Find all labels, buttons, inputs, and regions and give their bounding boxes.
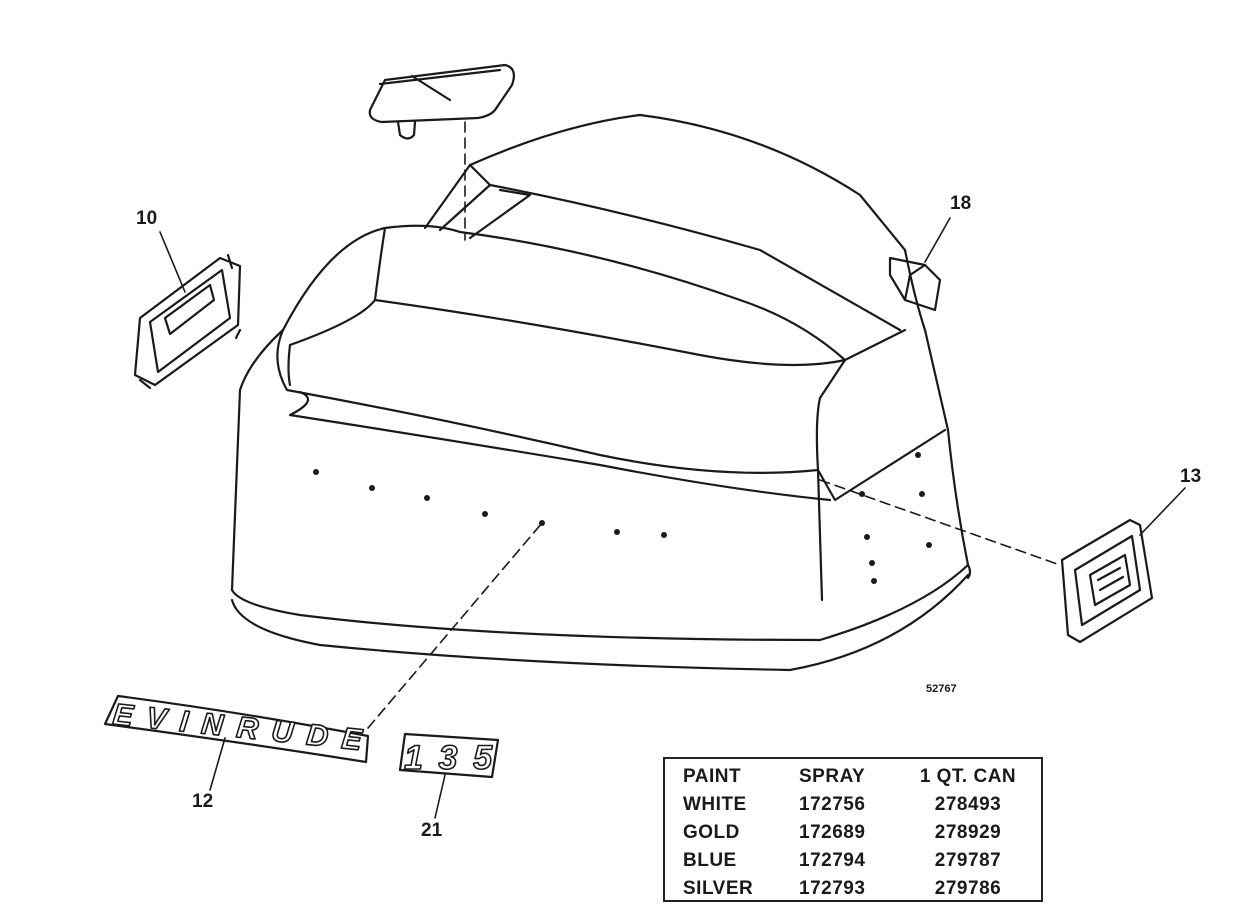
paint-color: SILVER	[683, 878, 754, 899]
can-number: 279787	[934, 850, 1002, 871]
motor-cover-cowl	[230, 113, 972, 672]
table-header-row: PAINT SPRAY 1 QT. CAN	[683, 763, 1023, 791]
leader-line	[1139, 487, 1186, 536]
mounting-holes	[313, 452, 932, 584]
evinrude-decal: EVINRUDE	[103, 694, 370, 764]
paint-color: BLUE	[683, 850, 737, 871]
spray-number: 172793	[799, 878, 866, 899]
header-can: 1 QT. CAN	[919, 766, 1017, 787]
table-row: GOLD 172689 278929	[683, 819, 1023, 847]
can-number: 278929	[934, 822, 1002, 843]
paint-color: WHITE	[683, 794, 747, 815]
leader-line	[924, 217, 951, 263]
leader-line	[434, 774, 446, 819]
cover-cap-part	[368, 63, 515, 140]
spray-number: 172794	[799, 850, 866, 871]
model-135-decal-text: 135	[404, 739, 493, 777]
spray-number: 172689	[799, 822, 866, 843]
evinrude-decal-text: EVINRUDE	[111, 698, 364, 757]
paint-table: PAINT SPRAY 1 QT. CAN WHITE 172756 27849…	[663, 757, 1043, 902]
leader-line	[209, 737, 226, 791]
callout-21: 21	[421, 820, 443, 841]
callout-18: 18	[950, 193, 972, 214]
can-number: 279786	[934, 878, 1002, 899]
callout-13: 13	[1180, 466, 1202, 487]
header-paint: PAINT	[683, 766, 742, 787]
callout-10: 10	[136, 208, 158, 229]
leader-line	[819, 479, 1061, 566]
item-13-part	[1060, 518, 1154, 644]
callout-12: 12	[192, 791, 214, 812]
can-number: 278493	[934, 794, 1002, 815]
leader-line	[159, 231, 186, 293]
table-row: WHITE 172756 278493	[683, 791, 1023, 819]
table-row: BLUE 172794 279787	[683, 847, 1023, 875]
leader-line	[367, 522, 543, 729]
item-18-part	[888, 256, 942, 312]
item-10-part	[133, 253, 242, 390]
figure-number: 52767	[926, 683, 957, 695]
spray-number: 172756	[799, 794, 866, 815]
model-135-decal: 135	[398, 732, 500, 779]
header-spray: SPRAY	[799, 766, 866, 787]
table-row: SILVER 172793 279786	[683, 875, 1023, 903]
paint-color: GOLD	[683, 822, 740, 843]
